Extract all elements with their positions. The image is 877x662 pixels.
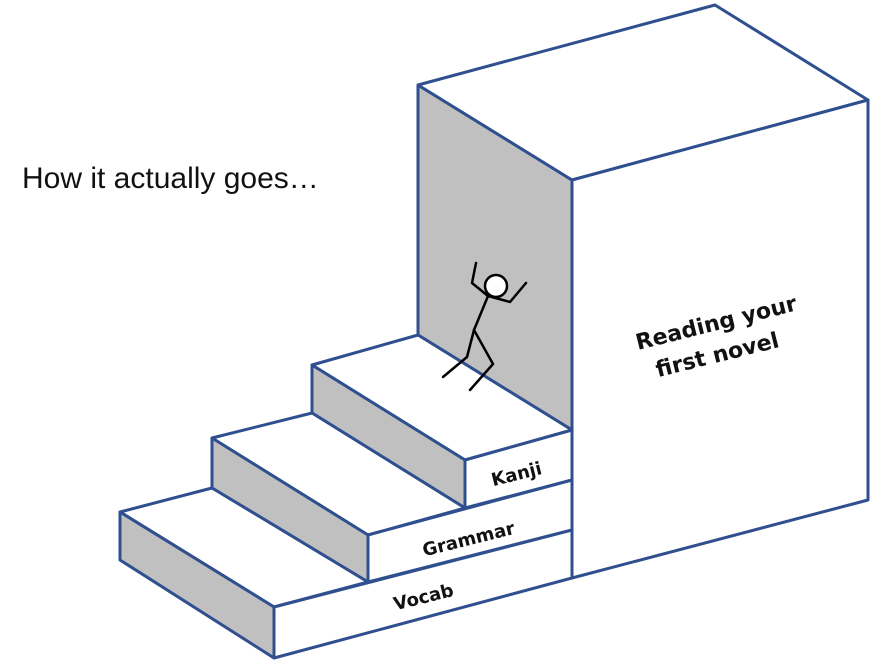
stick-figure-left-arm: [470, 261, 490, 298]
stick-figure-left-leg: [441, 328, 476, 379]
stick-figure-right-arm: [486, 281, 528, 304]
stick-figure-head: [483, 273, 509, 299]
stick-figure-right-leg: [468, 328, 495, 392]
step-vocab-front-face: [272, 528, 574, 660]
diagram-caption: How it actually goes…: [22, 162, 319, 195]
stick-figure-icon: [441, 261, 528, 392]
goal-block-front-face: [570, 98, 870, 580]
shapes-layer: [118, 3, 870, 660]
stick-figure-body: [472, 294, 490, 332]
